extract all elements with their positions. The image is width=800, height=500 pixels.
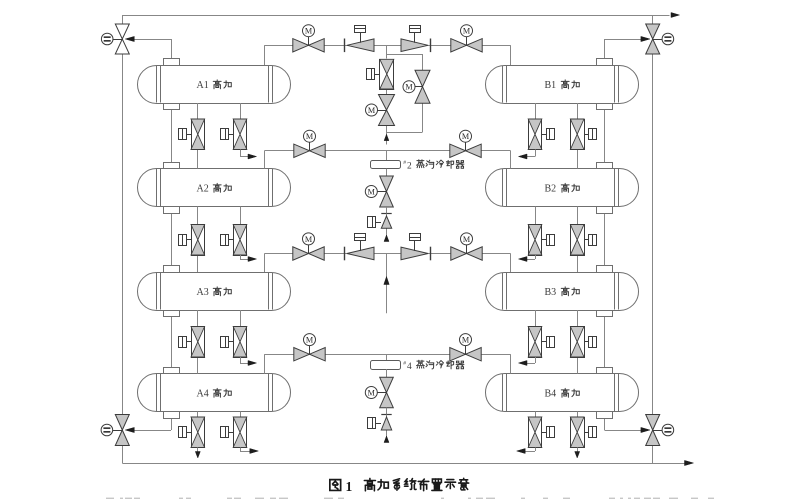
svg-text:M: M — [306, 336, 314, 345]
svg-text:#: # — [403, 160, 406, 166]
svg-text:B1: B1 — [545, 80, 557, 91]
svg-text:B4: B4 — [545, 389, 557, 400]
svg-text:M: M — [405, 83, 413, 92]
svg-text:M: M — [306, 132, 314, 141]
svg-text:A1: A1 — [197, 80, 209, 91]
svg-text:A3: A3 — [197, 287, 209, 298]
svg-text:M: M — [463, 27, 471, 36]
svg-text:M: M — [368, 388, 376, 397]
svg-text:M: M — [305, 235, 313, 244]
svg-text:M: M — [368, 187, 376, 196]
svg-text:B2: B2 — [545, 184, 557, 195]
svg-text:M: M — [368, 106, 376, 115]
svg-text:4: 4 — [407, 362, 412, 372]
svg-text:1: 1 — [346, 479, 353, 494]
svg-text:M: M — [463, 235, 471, 244]
svg-text:#: # — [403, 360, 406, 366]
svg-text:A2: A2 — [197, 184, 209, 195]
svg-text:M: M — [305, 27, 313, 36]
svg-text:2: 2 — [407, 162, 412, 172]
svg-text:A4: A4 — [197, 389, 209, 400]
svg-text:M: M — [462, 132, 470, 141]
svg-text:M: M — [462, 336, 470, 345]
svg-text:B3: B3 — [545, 287, 557, 298]
